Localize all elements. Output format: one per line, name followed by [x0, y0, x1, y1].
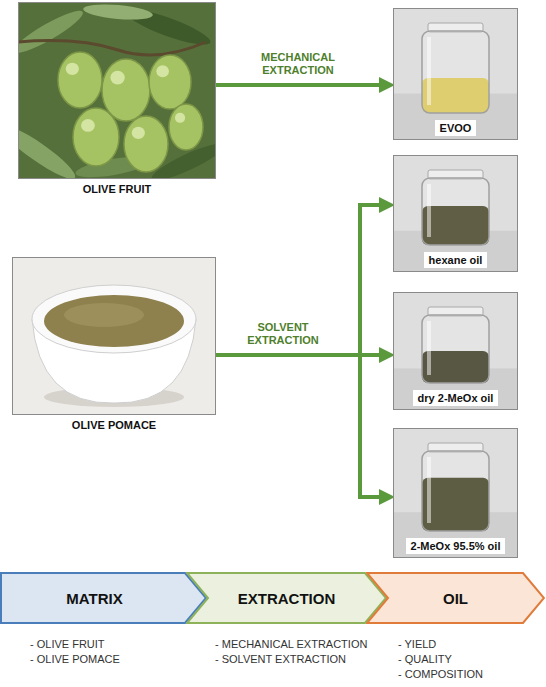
- glass-jar: [422, 315, 489, 383]
- photo-caption: EVOO: [435, 120, 477, 136]
- photo-illustration: [12, 257, 216, 415]
- chevron-step: OIL: [366, 572, 545, 624]
- oil-jar-photo: 2-MeOx 95.5% oil: [393, 428, 518, 558]
- photo-content: [12, 257, 216, 415]
- bullet-item-box: - QUALITY: [398, 649, 452, 667]
- olive-highlight: [110, 71, 124, 85]
- photo-panel: OLIVE FRUIT: [18, 2, 216, 200]
- olive: [102, 59, 150, 121]
- step-title: OIL: [443, 590, 468, 607]
- step-title: EXTRACTION: [238, 590, 336, 607]
- leaf: [83, 2, 154, 22]
- photo-panel: OLIVE POMACE: [12, 257, 216, 439]
- olive-highlight: [66, 63, 79, 75]
- photo-caption: 2-MeOx 95.5% oil: [406, 538, 506, 554]
- olive: [124, 116, 168, 172]
- photo-border: [19, 3, 216, 179]
- step-title: MATRIX: [66, 590, 122, 607]
- photo-ground: [394, 429, 517, 557]
- leaf: [18, 5, 87, 59]
- glass-jar: [422, 31, 489, 113]
- edge-label-box: SOLVENT EXTRACTION: [227, 321, 339, 348]
- bullet-item: - COMPOSITION: [398, 668, 483, 680]
- bowl-rim: [32, 285, 196, 353]
- edge-label: MECHANICAL EXTRACTION: [242, 51, 354, 77]
- olive-highlight: [156, 65, 169, 77]
- bullet-item-box: - YIELD: [398, 634, 436, 652]
- glass-jar: [422, 178, 489, 245]
- branch: [18, 41, 206, 55]
- photo-caption: dry 2-MeOx oil: [413, 390, 499, 406]
- oil-jar-photo: hexane oil: [393, 155, 518, 272]
- olive: [73, 108, 119, 166]
- bullet-item-box: - OLIVE FRUIT: [30, 634, 105, 652]
- pomace-powder: [44, 295, 184, 347]
- photo-caption: OLIVE FRUIT: [18, 183, 216, 195]
- photo-content: [18, 2, 216, 179]
- bullet-item: - OLIVE POMACE: [30, 653, 120, 665]
- bullet-item: - OLIVE FRUIT: [30, 638, 105, 650]
- photo-caption: OLIVE POMACE: [12, 419, 216, 431]
- bullet-item: - MECHANICAL EXTRACTION: [215, 638, 367, 650]
- glass-jar: [422, 451, 489, 531]
- edge-label-box: MECHANICAL EXTRACTION: [242, 51, 354, 78]
- leaf: [18, 119, 80, 179]
- chevron-step: MATRIX: [0, 572, 207, 624]
- flow-arrow: [216, 205, 391, 355]
- glass-highlight: [427, 321, 431, 375]
- oil-jar-photo: dry 2-MeOx oil: [393, 292, 518, 410]
- bullet-item-box: - MECHANICAL EXTRACTION: [215, 634, 367, 652]
- glass-highlight: [427, 457, 431, 523]
- chevron-outline: [187, 573, 386, 623]
- photo-border: [13, 258, 216, 415]
- photo-caption: hexane oil: [424, 252, 488, 268]
- chevron-outline: [1, 573, 206, 623]
- glass-highlight: [427, 184, 431, 237]
- chevron-outline: [367, 573, 544, 623]
- powder-highlight: [64, 303, 144, 327]
- olive-highlight: [132, 127, 145, 139]
- edge-label: SOLVENT EXTRACTION: [227, 321, 339, 347]
- olive-highlight: [81, 119, 95, 132]
- oil-jar-photo: EVOO: [393, 8, 518, 140]
- olive-highlight: [175, 113, 185, 123]
- flow-arrow: [216, 355, 391, 497]
- bullet-item: - SOLVENT EXTRACTION: [215, 653, 346, 665]
- bullet-item-box: - SOLVENT EXTRACTION: [215, 649, 346, 667]
- glass-highlight: [427, 37, 431, 105]
- photo-ground: [394, 293, 517, 409]
- olive: [169, 104, 203, 150]
- bullet-item-box: - OLIVE POMACE: [30, 649, 120, 667]
- bullet-item: - QUALITY: [398, 653, 452, 665]
- bullet-item: - YIELD: [398, 638, 436, 650]
- photo-ground: [12, 257, 216, 415]
- flow-arrow: [216, 83, 391, 87]
- bullet-item-box: - COMPOSITION: [398, 664, 483, 682]
- photo-ground: [394, 9, 517, 139]
- photo-ground: [394, 156, 517, 271]
- olive: [58, 52, 102, 108]
- photo-illustration: [18, 2, 216, 179]
- olive: [149, 55, 191, 109]
- chevron-step: EXTRACTION: [186, 572, 387, 624]
